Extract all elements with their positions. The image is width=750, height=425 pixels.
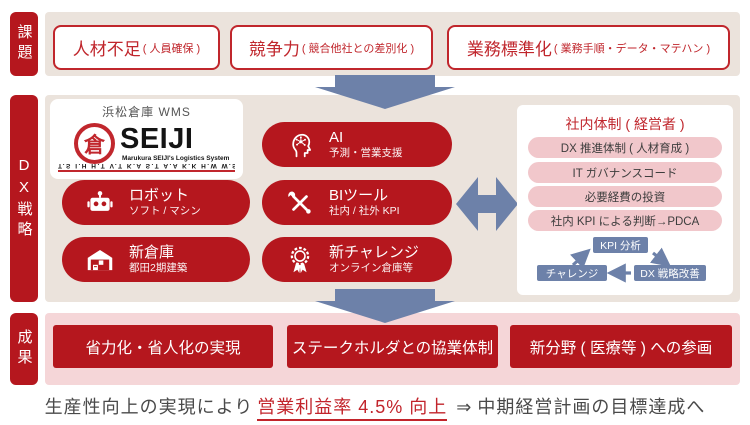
pill-title: 新倉庫 — [129, 243, 175, 261]
issue-main: 業務標準化 — [466, 40, 552, 59]
result-box-new-fields: 新分野 ( 医療等 ) への参画 — [510, 325, 732, 368]
pill-text: AI 予測・営業支援 — [329, 129, 403, 161]
internal-item: 社内 KPI による判断→PDCA — [528, 210, 722, 231]
internal-item: IT ガバナンスコード — [528, 162, 722, 183]
pill-ai: AI 予測・営業支援 — [262, 122, 452, 167]
pill-new-warehouse: 新倉庫 都田2期建築 — [62, 237, 250, 282]
cycle-dx-improvement: DX 戦略改善 — [634, 265, 706, 281]
pill-subtitle: 予測・営業支援 — [329, 147, 403, 160]
medal-icon — [290, 246, 310, 273]
result-box-labor-saving: 省力化・省人化の実現 — [53, 325, 273, 368]
result-box-stakeholder: ステークホルダとの協業体制 — [287, 325, 498, 368]
pill-subtitle: ソフト / マシン — [129, 205, 201, 218]
internal-item: 必要経費の投資 — [528, 186, 722, 207]
footer-highlight: 営業利益率 4.5% 向上 — [257, 397, 448, 421]
footer-summary: 生産性向上の実現により営業利益率 4.5% 向上 ⇒中期経営計画の目標達成へ — [0, 393, 750, 421]
pill-subtitle: 都田2期建築 — [129, 262, 188, 275]
pill-title: ロボット — [129, 186, 190, 204]
seiji-wms-logo: 浜松倉庫 WMS 倉 SEIJI Marukura SEIJI's Logist… — [50, 99, 243, 179]
pill-text: 新チャレンジ オンライン倉庫等 — [329, 244, 419, 276]
down-arrow-icon — [315, 289, 455, 323]
internal-item: DX 推進体制 ( 人材育成 ) — [528, 137, 722, 158]
pill-subtitle: オンライン倉庫等 — [329, 262, 413, 275]
issue-sub: ( 業務手順・データ・マテハン ) — [553, 42, 711, 55]
pill-bi-tool: BIツール 社内 / 社外 KPI — [262, 180, 452, 225]
pill-robot: ロボット ソフト / マシン — [62, 180, 250, 225]
down-arrow-icon — [315, 75, 455, 109]
logo-flipped-strip: T.S I.H H.T V.T K.A S.T A.A K.K H.W W.S — [58, 162, 235, 172]
row-label-dx-strategy: DX戦略 — [10, 95, 38, 302]
left-right-arrow-icon — [456, 177, 518, 231]
footer-double-arrow: ⇒ — [456, 397, 473, 417]
issue-box-hr-shortage: 人材不足 ( 人員確保 ) — [53, 25, 220, 70]
tools-icon — [288, 190, 311, 214]
issue-main: 競争力 — [248, 40, 300, 59]
logo-text: SEIJI Marukura SEIJI's Logistics System — [115, 123, 230, 163]
pill-text: 新倉庫 都田2期建築 — [129, 244, 187, 276]
pill-subtitle: 社内 / 社外 KPI — [329, 205, 400, 218]
issue-box-competitiveness: 競争力 ( 競合他社との差別化 ) — [230, 25, 433, 70]
footer-suffix: 中期経営計画の目標達成へ — [477, 397, 706, 417]
pill-title: 新チャレンジ — [329, 243, 419, 261]
row-label-issues: 課題 — [10, 12, 38, 76]
pill-new-challenge: 新チャレンジ オンライン倉庫等 — [262, 237, 452, 282]
pill-text: ロボット ソフト / マシン — [129, 187, 201, 219]
cycle-challenge: チャレンジ — [537, 265, 607, 281]
logo-name: SEIJI — [120, 123, 194, 155]
warehouse-icon — [87, 249, 113, 270]
row-label-results: 成果 — [10, 313, 38, 385]
internal-title: 社内体制 ( 経営者 ) — [565, 116, 685, 132]
ai-head-icon — [292, 133, 312, 157]
issue-sub: ( 競合他社との差別化 ) — [301, 42, 415, 55]
cycle-kpi-analysis: KPI 分析 — [593, 237, 648, 253]
marukura-mark-icon: 倉 — [74, 123, 115, 164]
pill-title: AI — [329, 128, 344, 146]
logo-header: 浜松倉庫 WMS — [102, 105, 191, 119]
internal-structure-card: 社内体制 ( 経営者 ) DX 推進体制 ( 人材育成 ) IT ガバナンスコー… — [517, 105, 733, 295]
issue-main: 人材不足 — [72, 40, 141, 59]
footer-prefix: 生産性向上の実現により — [44, 397, 254, 417]
pill-title: BIツール — [329, 186, 389, 204]
logo-tagline: Marukura SEIJI's Logistics System — [122, 155, 230, 162]
robot-icon — [87, 190, 113, 211]
pill-text: BIツール 社内 / 社外 KPI — [329, 187, 400, 219]
logo-row: 倉 SEIJI Marukura SEIJI's Logistics Syste… — [74, 123, 229, 164]
issue-box-standardization: 業務標準化 ( 業務手順・データ・マテハン ) — [447, 25, 730, 70]
issue-sub: ( 人員確保 ) — [142, 42, 201, 55]
